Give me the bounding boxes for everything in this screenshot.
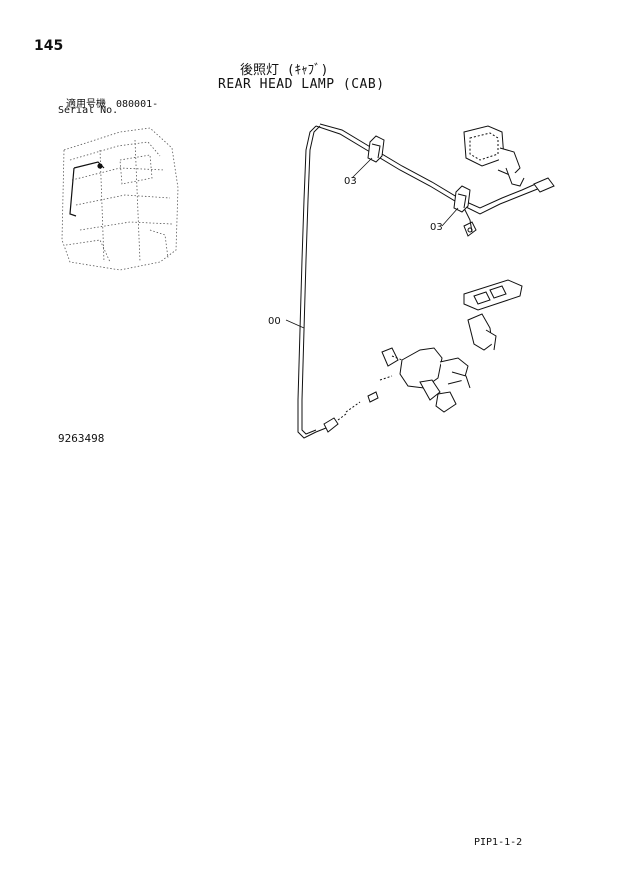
serial-label-japanese: 適用号機 080001- (66, 99, 159, 110)
clip-lower (453, 185, 471, 213)
callout-harness: 00 (268, 316, 281, 327)
page-number: 145 (34, 38, 64, 54)
switch-panel-assembly (379, 279, 523, 413)
callout-clip-upper: 03 (344, 176, 357, 187)
harness-highlight-thumbnail (69, 161, 105, 217)
serial-label-english: Serial No. (58, 105, 119, 116)
wiring-harness (297, 123, 549, 439)
title-japanese: 後照灯 (ｷｬﾌﾞ) (240, 63, 329, 78)
clip-upper (367, 135, 385, 163)
drawing-number: 9263498 (58, 432, 105, 445)
title-english: REAR HEAD LAMP (CAB) (218, 77, 385, 92)
machine-overview-thumbnail (61, 127, 179, 271)
small-connector (463, 221, 477, 237)
callout-leaders (285, 157, 459, 329)
rear-lamp-assembly (463, 125, 555, 193)
callout-clip-lower: 03 (430, 222, 443, 233)
page-code: PIP1-1-2 (474, 837, 523, 848)
harness-connector (323, 391, 379, 433)
